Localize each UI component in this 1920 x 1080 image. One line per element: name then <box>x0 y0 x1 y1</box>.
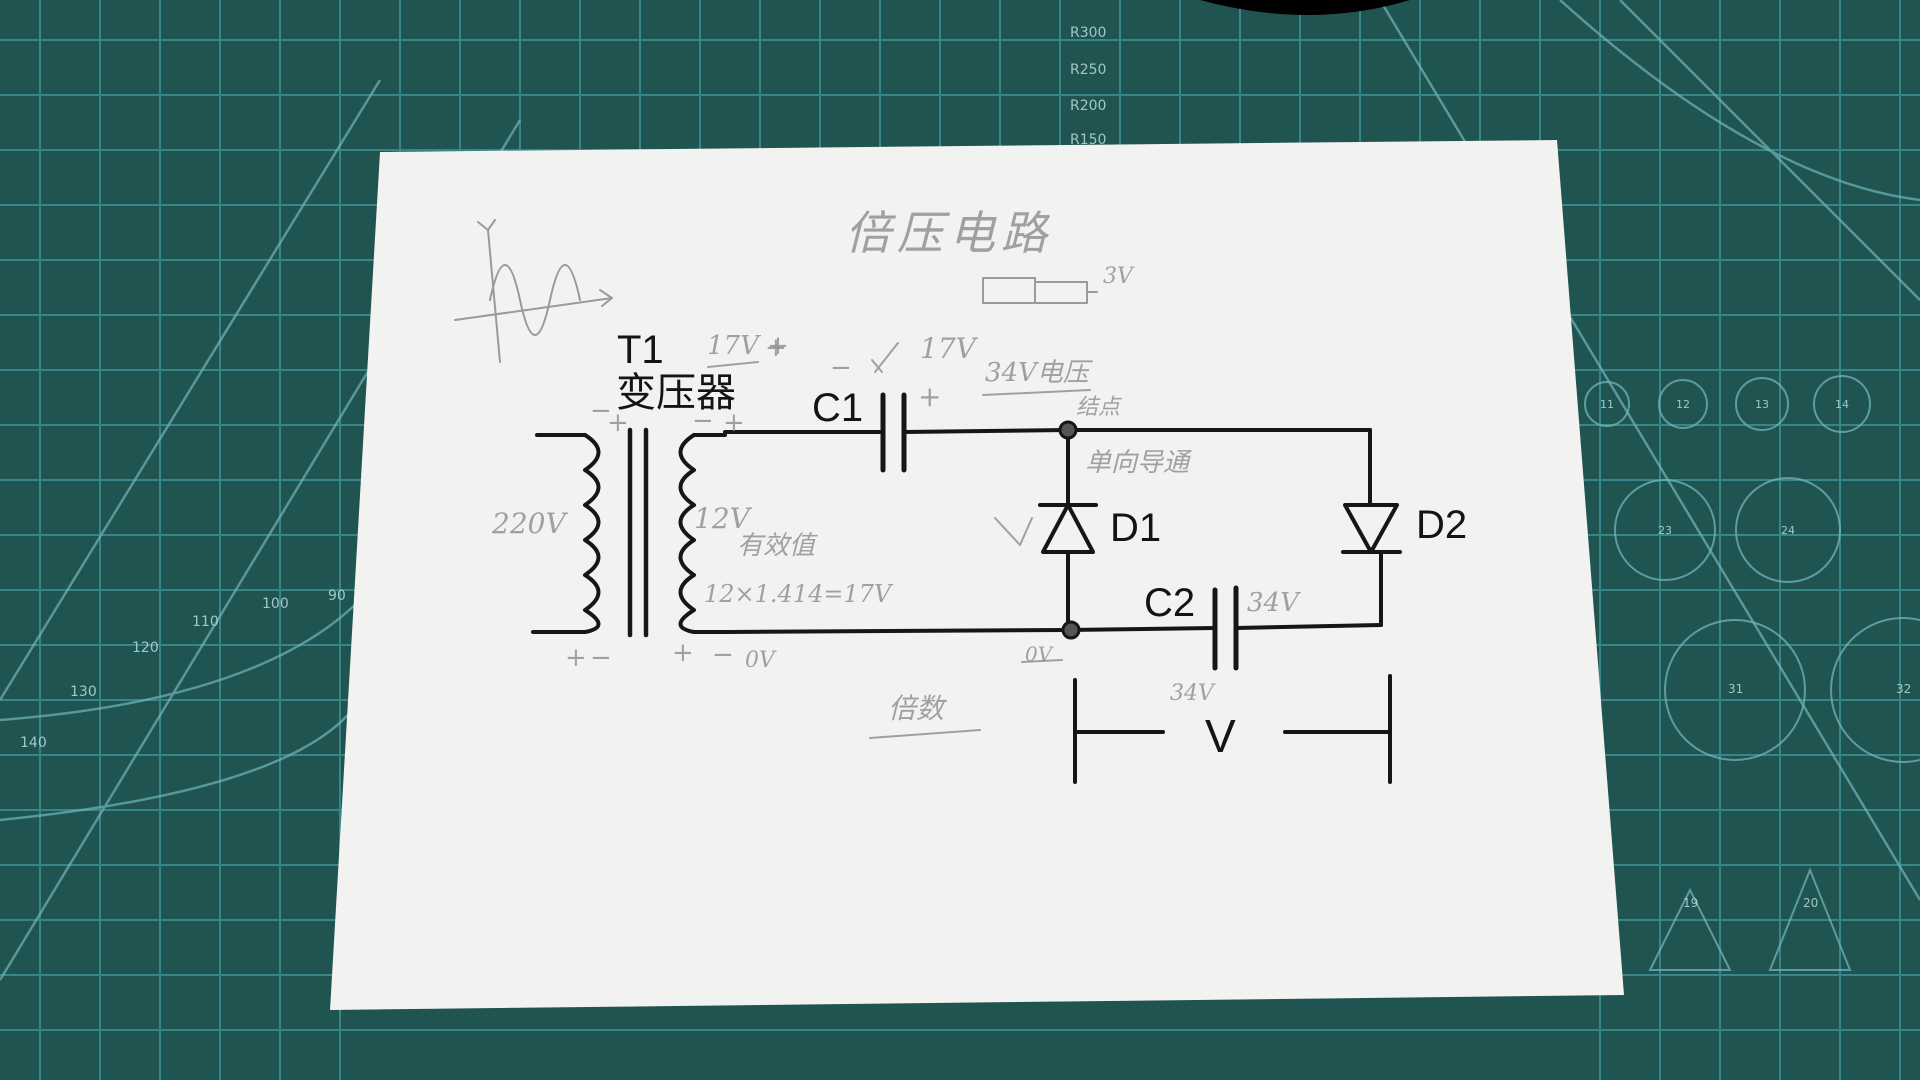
mat-ruler-label: 130 <box>70 684 97 700</box>
capacitor-c1 <box>880 392 907 473</box>
polarity-mark: + <box>765 333 787 363</box>
mat-circle-label: 24 <box>1781 524 1795 537</box>
note-effective-value: 有效值 <box>737 531 816 561</box>
mat-circle-label: 31 <box>1728 682 1744 696</box>
sine-wave-sketch <box>454 219 613 363</box>
polarity-mark: − <box>590 643 612 673</box>
note-multiple: 倍数 <box>888 692 945 725</box>
mat-circle-label: 19 <box>1683 896 1699 910</box>
note-34v-c2: 34V <box>1247 588 1299 618</box>
mat-ruler-label: 90 <box>328 588 346 604</box>
polarity-mark: − <box>712 640 734 670</box>
dark-object <box>1200 0 1410 15</box>
polarity-mark: + <box>723 408 745 438</box>
mat-circle-label: 14 <box>1835 398 1849 411</box>
polarity-mark: + <box>918 380 942 413</box>
mat-circle-label: 23 <box>1658 524 1672 537</box>
transformer-core <box>627 427 649 638</box>
transformer-primary-coil <box>531 433 601 634</box>
mat-ruler-label: R150 <box>1070 132 1107 148</box>
transformer-cn-label: 变压器 <box>616 370 736 416</box>
note-17v-c1: 17V <box>920 332 976 365</box>
mat-ruler-label: 120 <box>132 640 159 656</box>
mat-circle-label: 11 <box>1600 398 1614 411</box>
cap-c1-label: C1 <box>812 386 864 430</box>
note-node: 结点 <box>1076 395 1121 420</box>
note-3v: 3V <box>1103 264 1133 289</box>
mat-ruler-label: 110 <box>192 614 219 630</box>
note-34v-voltage: 34V电压 <box>985 358 1089 388</box>
mat-ruler-label: R250 <box>1070 62 1107 78</box>
note-one-way: 单向导通 <box>1085 448 1190 478</box>
mat-ruler-label: 140 <box>20 735 47 751</box>
mat-ruler-label: R300 <box>1070 25 1107 41</box>
wire-bottom <box>726 623 1383 634</box>
polarity-mark: − <box>590 396 612 426</box>
polarity-mark: − <box>830 353 852 383</box>
cap-c2-label: C2 <box>1144 581 1196 625</box>
note-peak-calc: 12×1.414=17V <box>704 580 892 608</box>
diode-d2 <box>1341 503 1402 627</box>
junction-dots <box>1058 420 1081 640</box>
diode-d1 <box>1038 428 1098 630</box>
wire-top <box>723 428 1372 507</box>
mat-circles <box>1584 375 1920 971</box>
note-12v: 12V <box>694 502 750 535</box>
note-17v-top: 17V + <box>707 331 789 361</box>
polarity-mark: − <box>692 406 714 436</box>
note-34v-output: 34V <box>1170 681 1214 706</box>
output-measurement <box>1073 674 1392 784</box>
diode-d1-label: D1 <box>1110 506 1162 550</box>
polarity-mark: + <box>565 643 587 673</box>
output-v-label: V <box>1205 710 1236 762</box>
polarity-mark: + <box>607 408 629 438</box>
mat-circle-label: 20 <box>1803 896 1819 910</box>
battery-sketch <box>982 277 1098 304</box>
diode-d2-label: D2 <box>1416 503 1468 547</box>
note-0v-node: 0V <box>1025 642 1053 666</box>
transformer-name-label: T1 <box>617 328 664 372</box>
pencil-marks <box>707 342 1091 739</box>
note-0v-right: 0V <box>745 648 775 673</box>
transformer-secondary-coil <box>678 433 730 634</box>
mat-circle-label: 13 <box>1755 398 1769 411</box>
capacitor-c2 <box>1212 585 1239 671</box>
mat-ruler-label: 100 <box>262 596 289 612</box>
mat-circle-label: 32 <box>1896 682 1912 696</box>
mat-circle-label: 12 <box>1676 398 1690 411</box>
polarity-mark: + <box>672 638 694 668</box>
title-handwritten: 倍压电路 <box>845 206 1053 260</box>
note-220v: 220V <box>492 507 566 540</box>
mat-ruler-label: R200 <box>1070 98 1107 114</box>
